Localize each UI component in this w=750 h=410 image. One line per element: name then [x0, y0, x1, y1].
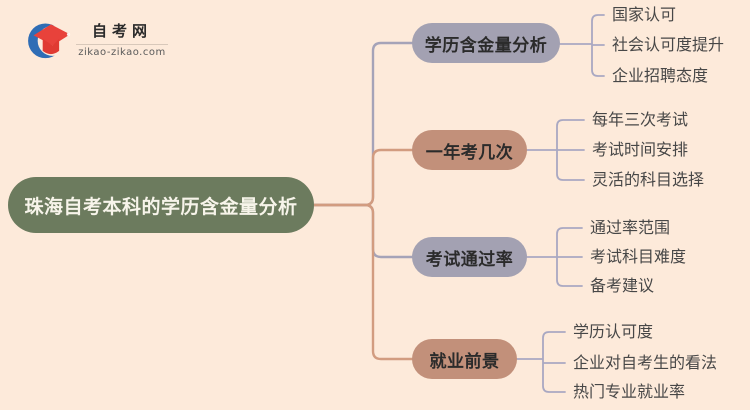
branch-connector-employment	[312, 203, 414, 361]
logo-divider	[76, 44, 168, 45]
branch-connector-pass-rate	[312, 203, 414, 259]
leaf-node[interactable]: 通过率范围	[590, 218, 671, 237]
child-bracket-employment	[516, 331, 566, 393]
child-bracket-exams-per-year	[526, 119, 585, 181]
root-topic-node[interactable]: 珠海自考本科的学历含金量分析	[8, 177, 314, 233]
leaf-node[interactable]: 企业对自考生的看法	[573, 353, 718, 372]
branch-connector-exams-per-year	[312, 148, 414, 207]
site-domain: zikao-zikao.com	[78, 47, 166, 58]
branch-node-pass-rate[interactable]: 考试通过率	[412, 237, 527, 277]
branch-node-exams-per-year[interactable]: 一年考几次	[412, 130, 527, 170]
leaf-node[interactable]: 考试时间安排	[592, 140, 689, 159]
leaf-node[interactable]: 热门专业就业率	[573, 382, 686, 401]
leaf-node[interactable]: 备考建议	[590, 276, 655, 295]
leaf-node[interactable]: 每年三次考试	[592, 110, 689, 129]
leaf-node[interactable]: 国家认可	[612, 5, 677, 24]
graduation-cap-icon	[28, 23, 71, 59]
site-logo: 自考网 zikao-zikao.com	[28, 18, 168, 60]
child-bracket-degree-value	[559, 14, 605, 77]
site-name: 自考网	[91, 22, 152, 40]
leaf-node[interactable]: 社会认可度提升	[612, 35, 725, 54]
logo-text: 自考网 zikao-zikao.com	[76, 20, 168, 58]
leaf-node[interactable]: 企业招聘态度	[612, 66, 709, 85]
child-bracket-pass-rate	[526, 227, 583, 287]
leaf-node[interactable]: 考试科目难度	[590, 247, 687, 266]
branch-connector-degree-value	[312, 41, 414, 207]
branch-node-degree-value[interactable]: 学历含金量分析	[412, 23, 560, 63]
leaf-node[interactable]: 灵活的科目选择	[592, 170, 705, 189]
leaf-node[interactable]: 学历认可度	[573, 322, 654, 341]
branch-node-employment[interactable]: 就业前景	[412, 339, 517, 379]
